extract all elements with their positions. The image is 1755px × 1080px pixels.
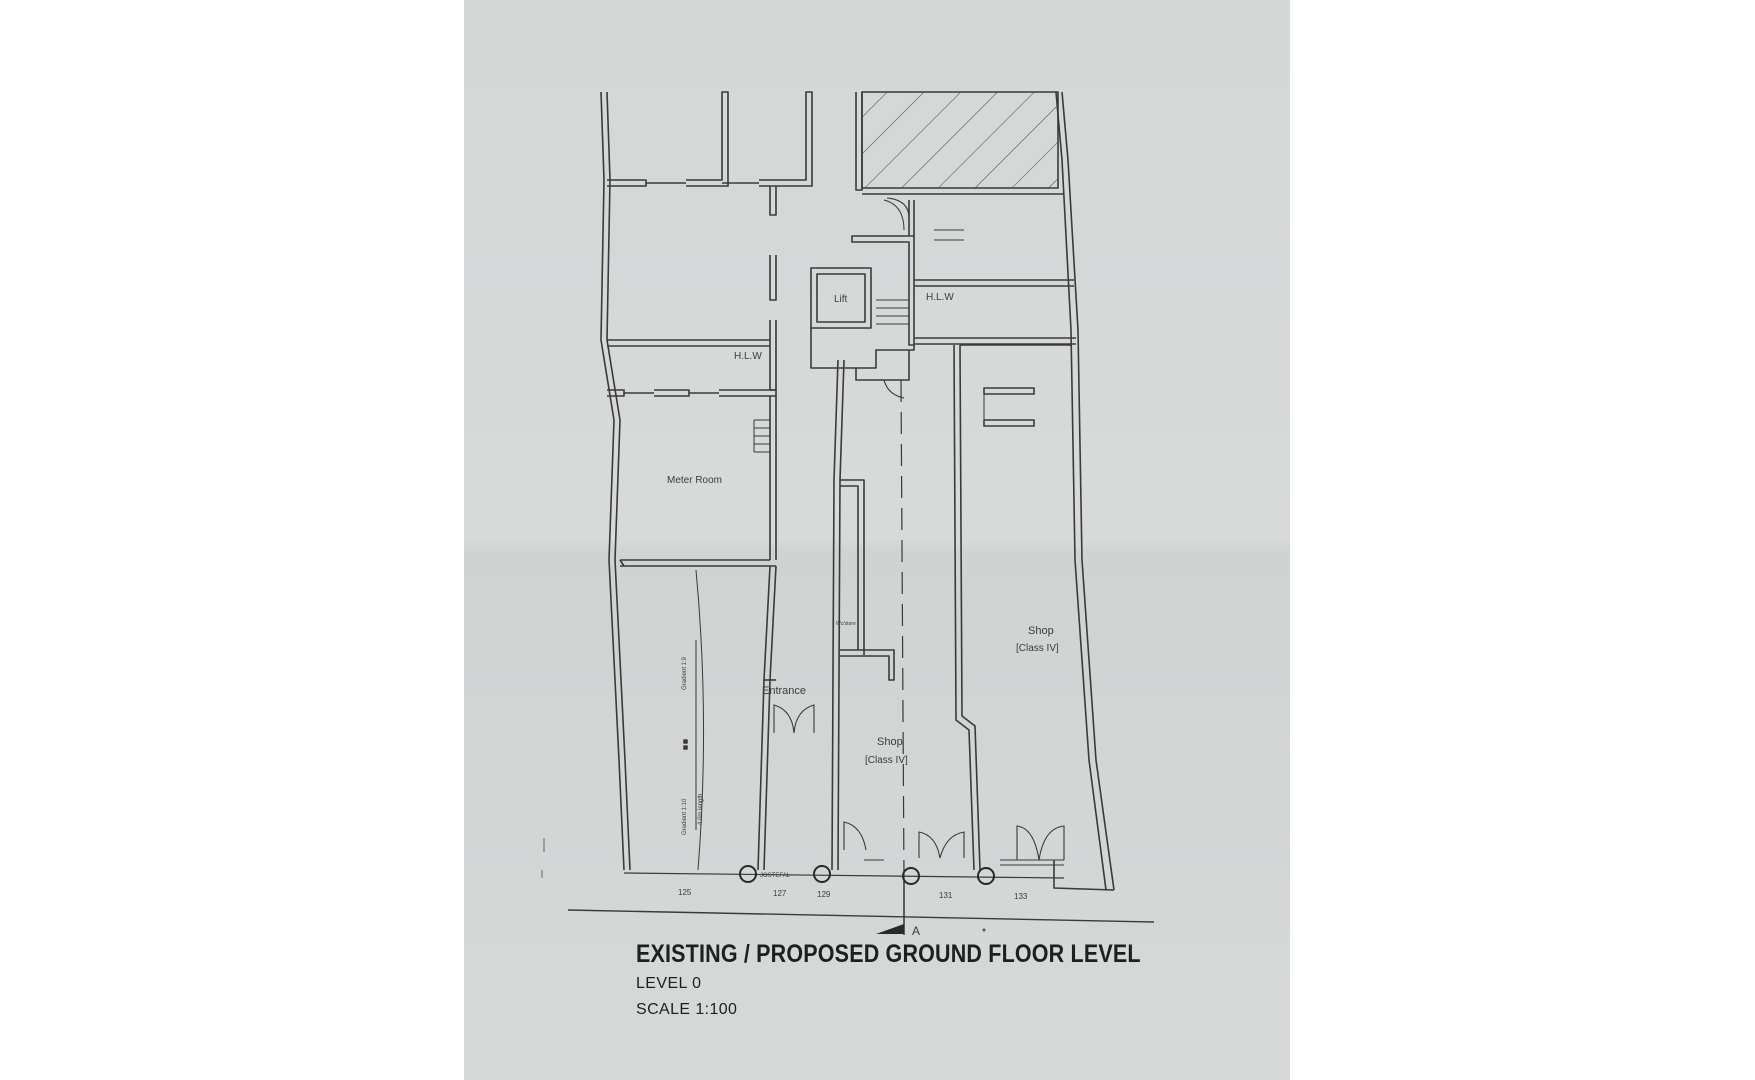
hatched-block [861,91,1059,189]
label-small-room: Wc/store [836,621,856,627]
street-number: 129 [817,890,831,899]
lift-shaft [810,267,872,329]
label-shop-b-1: Shop [1028,625,1054,637]
corridor-wall [769,320,777,391]
top-wall-segment [686,91,729,187]
drawing-title: EXISTING / PROPOSED GROUND FLOOR LEVEL [636,940,1141,968]
drawing-level: LEVEL 0 [636,975,702,992]
top-wall-segment [759,91,813,187]
label-shop-a-2: [Class IV] [865,755,908,766]
core-right-wall [908,200,915,236]
label-entrance: Entrance [762,685,806,697]
section-arrow [876,924,904,934]
entrance-wall [757,565,777,871]
street-number: 131 [939,891,953,900]
drawing-scale: SCALE 1:100 [636,1001,738,1018]
label-lift: Lift [834,294,848,305]
label-shop-a-1: Shop [877,736,903,748]
label-hlw-right: H.L.W [926,292,954,303]
shop-door [918,831,965,859]
ramp-arc [695,569,705,871]
outer-wall-right [1061,91,1115,891]
drawing-sheet: H.L.W H.L.W Lift Meter Room Entrance Sho… [464,0,1290,1080]
floor-plan: H.L.W H.L.W Lift Meter Room Entrance Sho… [541,91,1155,938]
corridor-wall [769,186,777,216]
top-wall-segment [607,179,647,187]
label-hlw-left: H.L.W [734,351,762,362]
column-marker [902,867,920,885]
column-marker [977,867,995,885]
front-wall [623,872,1065,879]
column-marker [813,865,831,883]
stair-core-wall [855,92,863,191]
shop-door [1016,825,1065,861]
section-line [900,379,905,881]
meter-room-wall [769,396,777,560]
label-gradient-upper: Gradient 1:9 [682,656,688,690]
label-gradient-lower: Gradient 1:10 [682,798,688,835]
label-ramp-length: 4.0m length [698,794,704,825]
title-block: EXISTING / PROPOSED GROUND FLOOR LEVEL L… [636,940,1223,1019]
shop-door [843,821,867,851]
street-number: 127 [773,889,787,898]
street-number: 133 [1014,892,1028,901]
shop-divider-wall [953,344,981,871]
corridor-wall [769,255,777,301]
column-marker [739,865,757,883]
section-marker: A [912,924,920,938]
label-bollard: JOSTEFAL [760,873,791,879]
street-number: 125 [678,888,692,897]
label-shop-b-2: [Class IV] [1016,643,1059,654]
outer-wall-right-inner [1055,91,1107,891]
street-line [567,909,1155,923]
entrance-door [773,704,815,734]
outer-wall-left [600,91,625,871]
label-meter-room: Meter Room [667,475,722,486]
